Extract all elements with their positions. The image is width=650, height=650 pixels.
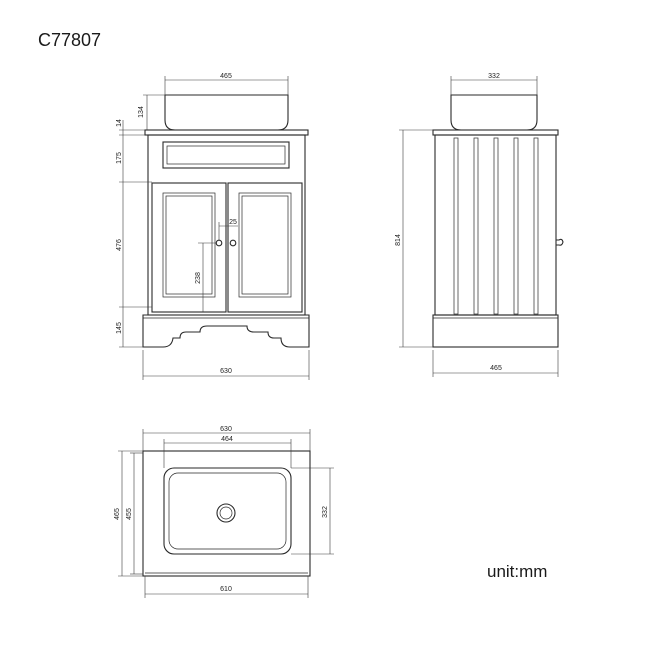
- side-plinth: [432, 314, 559, 348]
- side-basin: [450, 94, 538, 131]
- dim-side-basin-depth: 332: [488, 73, 500, 80]
- dim-top-basin-depth: 332: [322, 506, 329, 518]
- side-countertop: [432, 129, 559, 136]
- front-right-knob: [229, 239, 237, 247]
- front-left-door: [151, 182, 227, 313]
- front-right-door: [227, 182, 303, 313]
- top-countertop: [142, 450, 311, 577]
- dim-top-cabinet-depth: 455: [126, 508, 133, 520]
- top-view: 630 464 465 455 332 610: [114, 426, 334, 598]
- front-left-knob: [215, 239, 223, 247]
- dim-front-door-height: 476: [116, 239, 123, 251]
- unit-label: unit:mm: [487, 562, 548, 581]
- front-countertop: [144, 129, 309, 136]
- dim-top-cabinet-width: 610: [220, 586, 232, 593]
- dim-top-basin-width: 464: [221, 436, 233, 443]
- side-panel-grooves: [453, 137, 539, 315]
- dim-front-handle-offset: 25: [229, 219, 237, 226]
- side-view: 332 814 465: [395, 73, 564, 377]
- dim-side-overall-depth: 465: [490, 365, 502, 372]
- dim-top-overall-depth: 465: [114, 508, 121, 520]
- dim-side-overall-height: 814: [395, 234, 402, 246]
- top-basin-inner: [168, 472, 287, 550]
- front-plinth: [142, 314, 310, 348]
- top-drain-outer: [216, 503, 236, 523]
- side-knob: [556, 238, 564, 246]
- dim-front-handle-height: 238: [195, 272, 202, 284]
- dim-front-top-thickness: 14: [116, 119, 123, 127]
- top-basin-outer: [163, 467, 292, 555]
- dim-front-overall-width: 630: [220, 368, 232, 375]
- top-drain-inner: [219, 506, 233, 520]
- model-code: C77807: [38, 30, 102, 50]
- dim-front-basin-width: 465: [220, 73, 232, 80]
- dim-front-basin-height: 134: [138, 106, 145, 118]
- dim-top-overall-width: 630: [220, 426, 232, 433]
- front-basin: [164, 94, 289, 131]
- front-drawer-panel: [162, 141, 290, 169]
- front-view: 465 134 14 175 476 145 25 238 630: [116, 73, 310, 380]
- dim-front-plinth-height: 145: [116, 322, 123, 334]
- dim-front-drawer-height: 175: [116, 152, 123, 164]
